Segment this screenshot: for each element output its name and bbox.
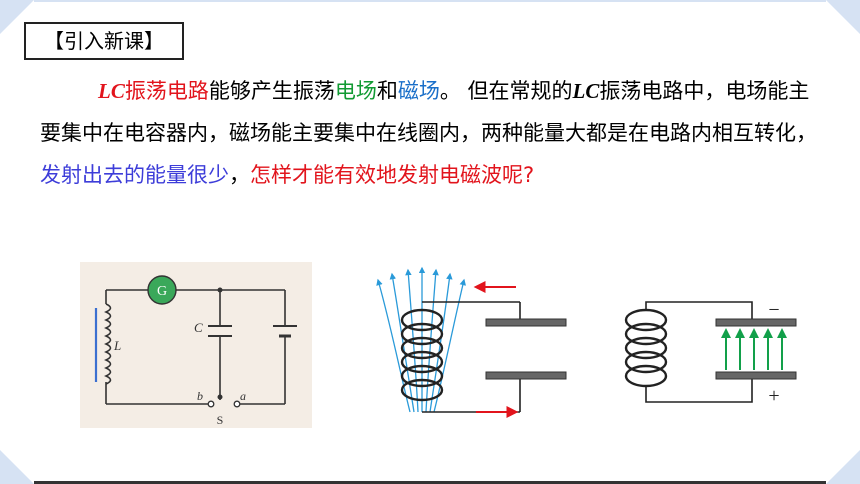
paragraph-text: 。 但在常规的 [439, 79, 573, 103]
terminal-b-label: b [197, 389, 203, 403]
capacitor-label: C [194, 320, 203, 335]
section-tag: 【引入新课】 [24, 22, 184, 60]
emitted-energy-phrase: 发射出去的能量很少 [40, 163, 229, 187]
switch-label: S [217, 413, 224, 427]
lc-circuit-figure: G C L b a S [80, 262, 312, 428]
top-border-line [34, 0, 826, 2]
corner-decoration-bottom-right [826, 450, 860, 484]
corner-decoration-top-left [0, 0, 34, 34]
corner-decoration-bottom-left [0, 450, 34, 484]
capacitor-plate-top [715, 318, 797, 327]
capacitor-plate-top [485, 318, 567, 327]
electric-field-figure: − + [624, 299, 797, 407]
paragraph-text: ， [229, 163, 250, 187]
plus-sign: + [768, 385, 779, 407]
lc-term: LC [572, 79, 600, 103]
capacitor-plate-bottom [715, 371, 797, 380]
lc-circuit-diagram: G C L b a S [94, 275, 297, 427]
minus-sign: − [768, 299, 779, 321]
intro-paragraph: LC振荡电路能够产生振荡电场和磁场。 但在常规的LC振荡电路中，电场能主要集中在… [40, 70, 830, 196]
question-phrase: 怎样才能有效地发射电磁波呢? [250, 163, 535, 187]
capacitor-plate-bottom [485, 371, 567, 380]
lc-circuit-term: 振荡电路 [124, 79, 209, 103]
paragraph-text: 振荡电路中，电场能主要集中在电容器内，磁场能主要集中在线圈内，两种能量大都是在电… [40, 79, 817, 145]
coil [624, 308, 668, 388]
magnetic-field-figure [376, 266, 567, 418]
lc-term: LC [98, 79, 125, 103]
electric-field-arrows [721, 328, 787, 370]
paragraph-text: 能够产生振荡 [208, 79, 335, 103]
electric-field-term: 电场 [334, 79, 377, 103]
corner-decoration-top-right [826, 0, 860, 34]
paragraph-text: 和 [376, 79, 398, 103]
coil [400, 308, 444, 402]
galvanometer-label: G [157, 284, 167, 299]
magnetic-field-lines [376, 266, 466, 413]
magnetic-field-term: 磁场 [397, 79, 440, 103]
bottom-border-line [34, 481, 826, 484]
terminal-a-label: a [240, 389, 246, 403]
inductor-label: L [113, 338, 121, 353]
galvanometer [147, 275, 177, 305]
